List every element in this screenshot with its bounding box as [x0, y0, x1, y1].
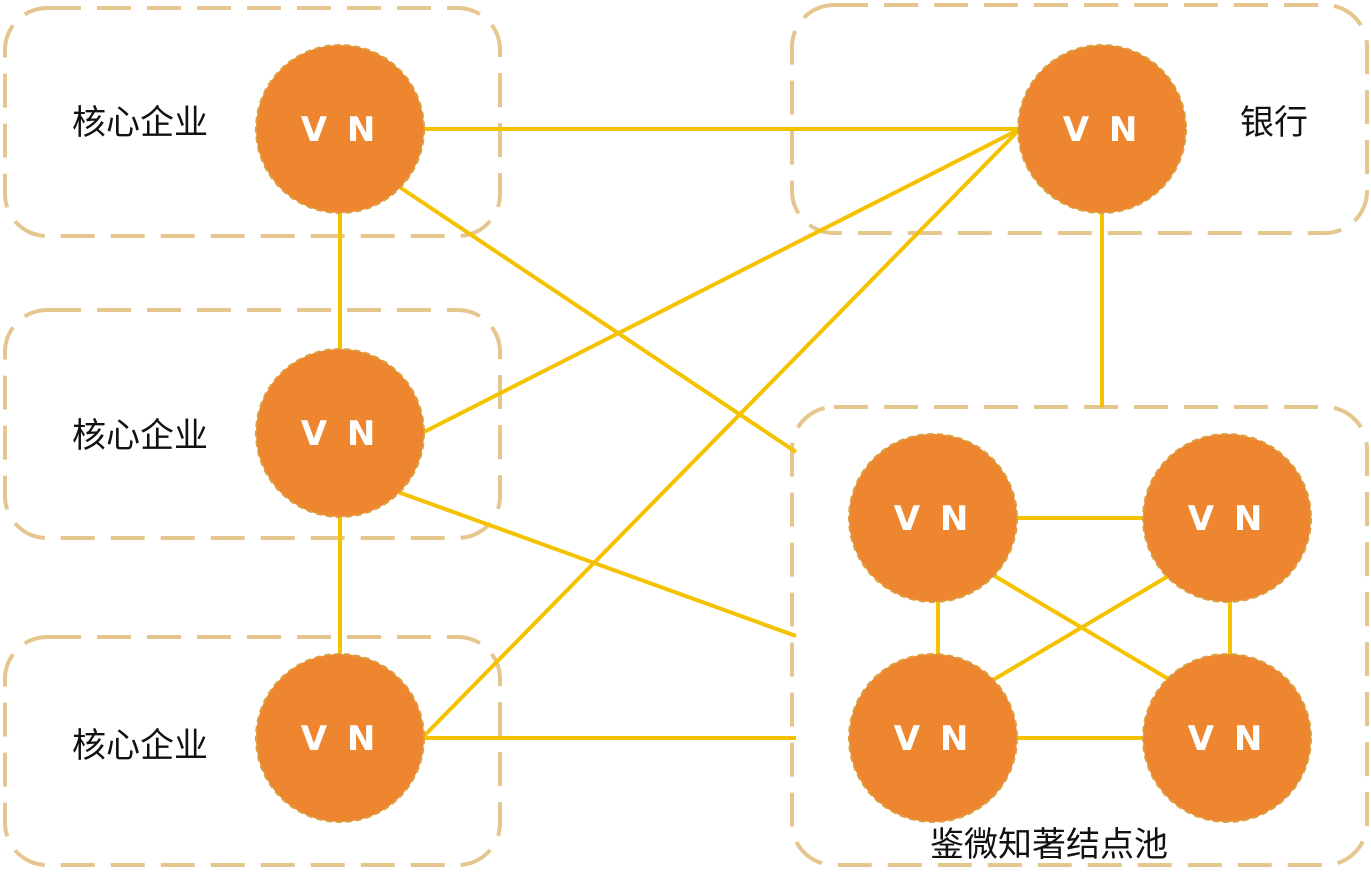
edge-c1-pool	[396, 184, 798, 454]
edge-c3-b	[420, 127, 1022, 740]
node-b: V N	[1017, 44, 1187, 214]
node-c3: V N	[255, 653, 425, 823]
node-circle-c2	[255, 348, 425, 518]
group-box-bank	[790, 3, 1369, 235]
node-label-b: V N	[1063, 110, 1142, 150]
group-box-core3	[3, 635, 502, 867]
group-label-bank: 银行	[1240, 103, 1308, 143]
node-label-p3: V N	[894, 719, 973, 759]
node-p4: V N	[1142, 653, 1312, 823]
node-p2: V N	[1142, 433, 1312, 603]
node-label-c1: V N	[301, 110, 380, 150]
group-box-core1	[3, 6, 502, 238]
node-p1: V N	[848, 433, 1018, 603]
node-c2: V N	[255, 348, 425, 518]
node-c1: V N	[255, 44, 425, 214]
group-box-core2	[3, 308, 502, 540]
node-label-c3: V N	[301, 719, 380, 759]
edge-c2-b	[421, 127, 1021, 435]
group-label-core2: 核心企业	[72, 416, 208, 456]
node-circle-c3	[255, 653, 425, 823]
group-label-pool: 鉴微知著结点池	[930, 825, 1168, 865]
node-label-p2: V N	[1188, 499, 1267, 539]
node-circle-p4	[1142, 653, 1312, 823]
node-circle-p2	[1142, 433, 1312, 603]
node-p3: V N	[848, 653, 1018, 823]
node-label-p4: V N	[1188, 719, 1267, 759]
group-label-core3: 核心企业	[72, 726, 208, 766]
edge-p2-p3	[991, 573, 1172, 682]
node-circle-p1	[848, 433, 1018, 603]
node-label-p1: V N	[894, 499, 973, 539]
node-circle-b	[1017, 44, 1187, 214]
edge-c2-pool	[397, 490, 797, 638]
node-circle-p3	[848, 653, 1018, 823]
node-label-c2: V N	[301, 414, 380, 454]
group-label-core1: 核心企业	[72, 103, 208, 143]
node-circle-c1	[255, 44, 425, 214]
